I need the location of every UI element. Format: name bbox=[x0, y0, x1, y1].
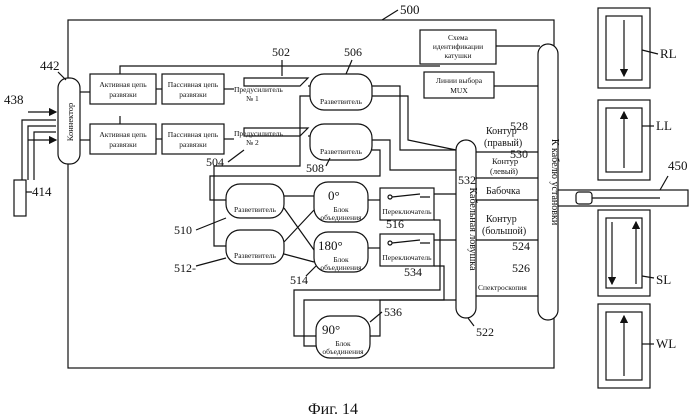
svg-text:Активная цепь: Активная цепь bbox=[99, 80, 147, 89]
ref-512: 512- bbox=[174, 261, 196, 275]
ref-522: 522 bbox=[476, 325, 494, 339]
svg-text:Пассивная цепь: Пассивная цепь bbox=[168, 130, 219, 139]
coil-wl bbox=[598, 304, 650, 388]
coil-sl bbox=[598, 210, 650, 296]
svg-text:катушки: катушки bbox=[444, 51, 471, 60]
ref-500: 500 bbox=[400, 2, 420, 17]
svg-text:объединения: объединения bbox=[322, 347, 364, 356]
svg-text:Переключатель: Переключатель bbox=[382, 253, 432, 262]
ref-506: 506 bbox=[344, 45, 362, 59]
ref-524: 524 bbox=[512, 239, 530, 253]
svg-text:RL: RL bbox=[660, 46, 677, 61]
svg-text:Активная цепь: Активная цепь bbox=[99, 130, 147, 139]
svg-text:Схема: Схема bbox=[448, 33, 469, 42]
ref-526: 526 bbox=[512, 261, 530, 275]
figure-caption: Фиг. 14 bbox=[308, 401, 358, 418]
svg-text:№ 1: № 1 bbox=[246, 94, 259, 103]
input-cable bbox=[22, 120, 56, 180]
active-isolation-2 bbox=[90, 124, 156, 154]
svg-text:Бабочка: Бабочка bbox=[486, 186, 521, 197]
svg-text:Линии выбора: Линии выбора bbox=[436, 76, 483, 85]
ref-438: 438 bbox=[4, 92, 24, 107]
ref-508: 508 bbox=[306, 161, 324, 175]
svg-text:WL: WL bbox=[656, 336, 676, 351]
svg-text:Переключатель: Переключатель bbox=[382, 207, 432, 216]
phase-0-label: 0° bbox=[328, 188, 340, 203]
ref-516: 516 bbox=[386, 217, 404, 231]
element-414 bbox=[14, 180, 26, 216]
ref-530: 530 bbox=[510, 147, 528, 161]
svg-text:развязки: развязки bbox=[109, 90, 137, 99]
svg-text:Спектроскопия: Спектроскопия bbox=[478, 283, 527, 292]
ref-534: 534 bbox=[404, 265, 422, 279]
svg-text:развязки: развязки bbox=[109, 140, 137, 149]
passive-isolation-1 bbox=[162, 74, 224, 104]
ref-532: 532 bbox=[458, 173, 476, 187]
ref-414: 414 bbox=[32, 184, 52, 199]
ref-442: 442 bbox=[40, 58, 60, 73]
svg-text:Разветвитель: Разветвитель bbox=[320, 147, 362, 156]
passive-isolation-2 bbox=[162, 124, 224, 154]
svg-text:идентификации: идентификации bbox=[433, 42, 483, 51]
ref-536: 536 bbox=[384, 305, 402, 319]
svg-text:Разветвитель: Разветвитель bbox=[320, 97, 362, 106]
svg-text:развязки: развязки bbox=[179, 140, 207, 149]
svg-text:SL: SL bbox=[656, 272, 671, 287]
ref-510: 510 bbox=[174, 223, 192, 237]
svg-text:развязки: развязки bbox=[179, 90, 207, 99]
coil-rl bbox=[598, 8, 650, 88]
svg-text:MUX: MUX bbox=[450, 86, 468, 95]
svg-text:Разветвитель: Разветвитель bbox=[234, 205, 276, 214]
to-cable-label: К кабелю установки bbox=[549, 139, 560, 226]
ref-504: 504 bbox=[206, 155, 224, 169]
svg-text:Разветвитель: Разветвитель bbox=[234, 251, 276, 260]
phase-90-label: 90° bbox=[322, 322, 340, 337]
coil-ll bbox=[598, 100, 650, 180]
svg-text:объединения: объединения bbox=[320, 263, 362, 272]
svg-text:(левый): (левый) bbox=[490, 166, 518, 176]
ref-502: 502 bbox=[272, 45, 290, 59]
phase-180-label: 180° bbox=[318, 238, 343, 253]
connector-label: Коннектор bbox=[65, 103, 75, 142]
svg-text:Контур: Контур bbox=[486, 214, 517, 225]
ref-528: 528 bbox=[510, 119, 528, 133]
svg-text:Пассивная цепь: Пассивная цепь bbox=[168, 80, 219, 89]
ref-450: 450 bbox=[668, 158, 688, 173]
svg-text:объединения: объединения bbox=[320, 213, 362, 222]
svg-text:(большой): (большой) bbox=[482, 226, 526, 237]
svg-text:Предусилитель: Предусилитель bbox=[234, 129, 283, 138]
svg-text:№ 2: № 2 bbox=[246, 138, 259, 147]
ref-514: 514 bbox=[290, 273, 308, 287]
svg-text:LL: LL bbox=[656, 118, 672, 133]
active-isolation-1 bbox=[90, 74, 156, 104]
